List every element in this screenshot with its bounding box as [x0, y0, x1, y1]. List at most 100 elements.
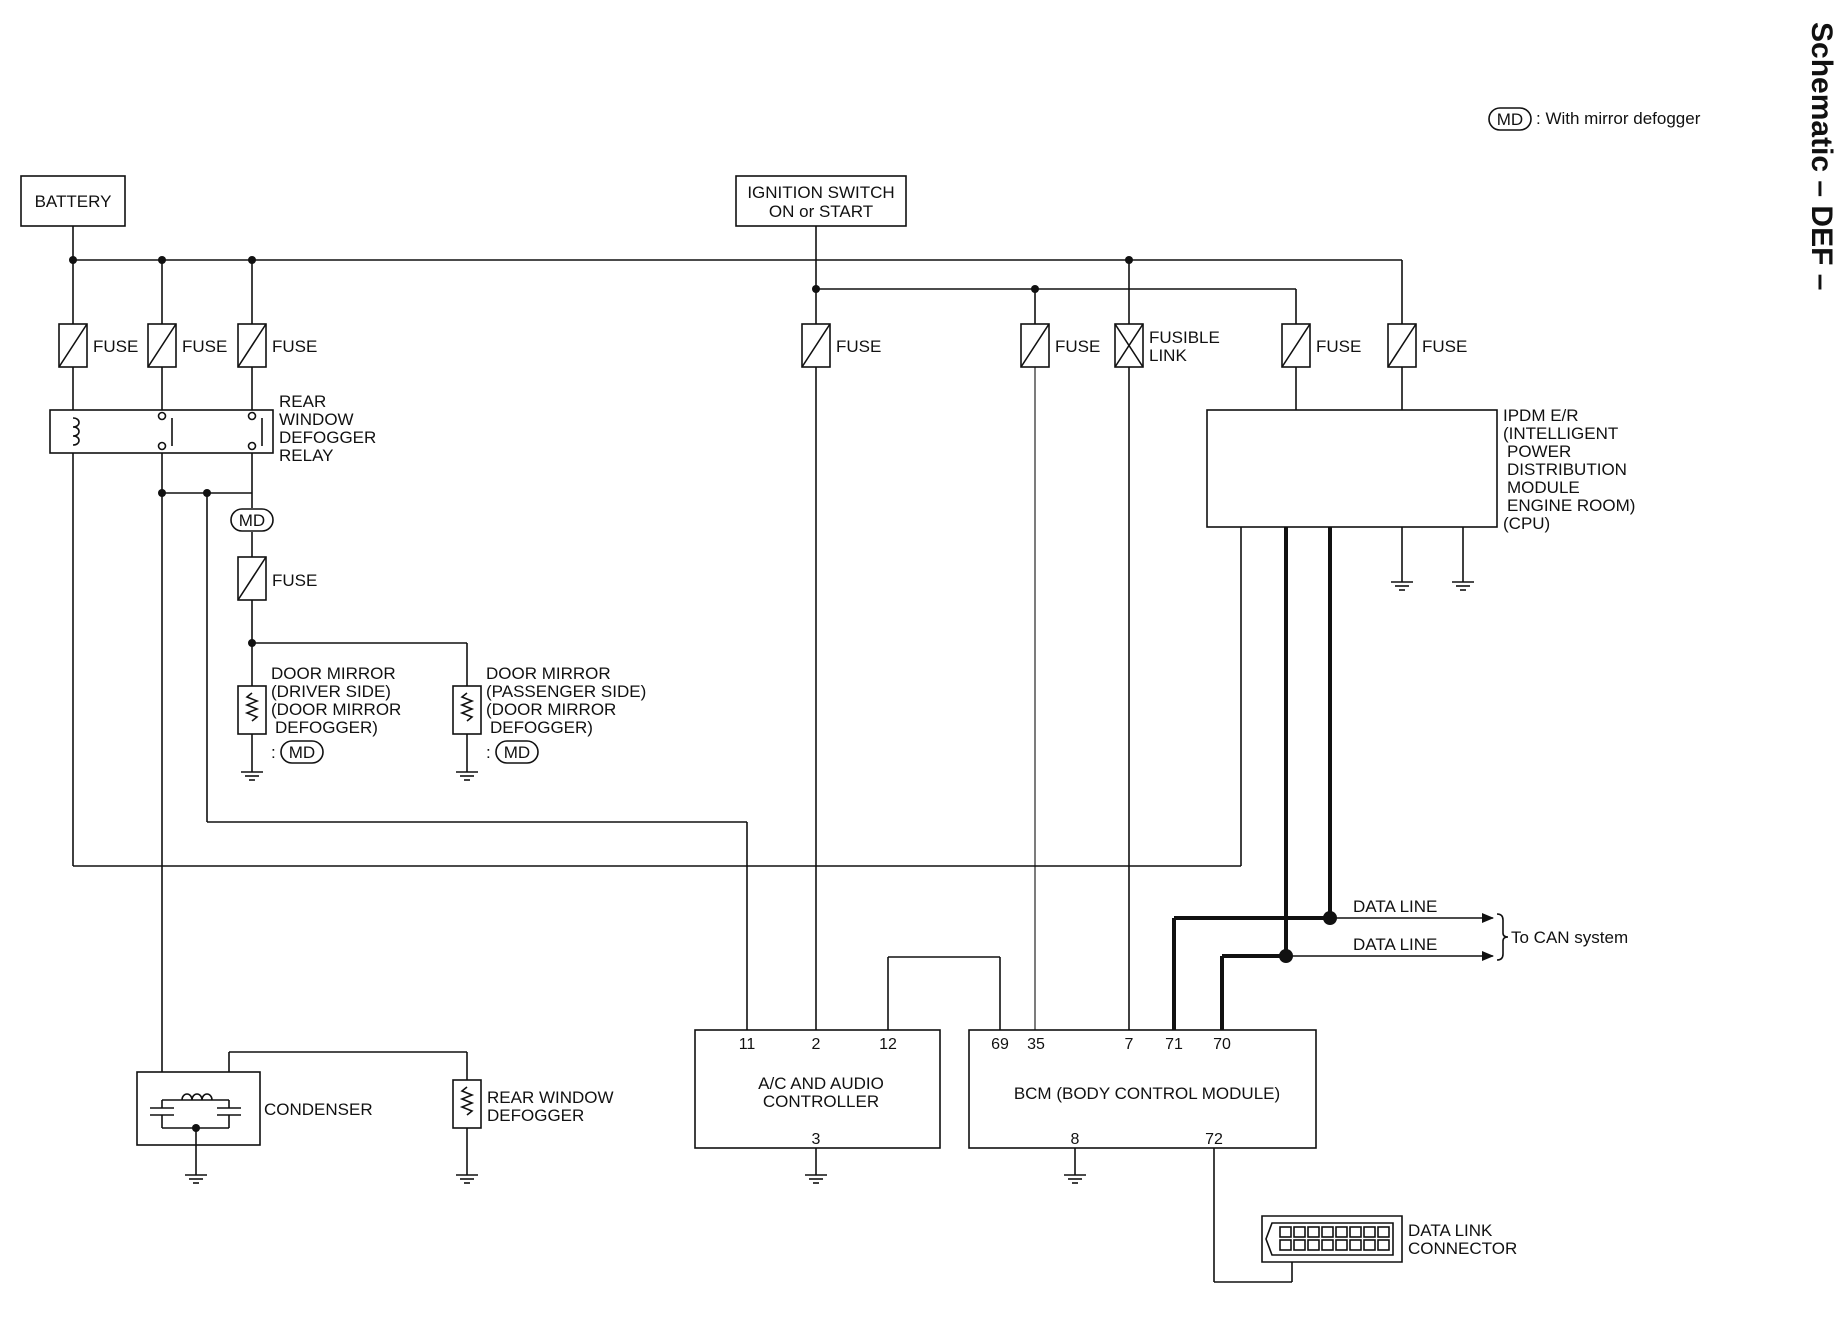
mirror-driver-label-line4: DEFOGGER) [275, 718, 378, 737]
ignition-label-line2: ON or START [769, 202, 873, 221]
dlc-pin [1377, 1226, 1390, 1238]
battery: BATTERY [20, 175, 126, 227]
dlc-pin [1349, 1226, 1362, 1238]
ipdm-er: IPDM E/R (INTELLIGENT POWER DISTRIBUTION… [1206, 406, 1635, 533]
ground-icon [1391, 581, 1413, 591]
legend: MD : With mirror defogger [1488, 107, 1701, 131]
mirror-passenger-label-line4: DEFOGGER) [490, 718, 593, 737]
pin-72: 72 [1205, 1131, 1223, 1148]
condenser-label: CONDENSER [264, 1100, 373, 1119]
dlc-pin [1293, 1226, 1306, 1238]
dlc-pin [1279, 1226, 1292, 1238]
pin-7: 7 [1125, 1036, 1134, 1053]
dlc-pin [1363, 1239, 1376, 1251]
fuse-f1: FUSE [58, 323, 138, 368]
dlc-pin [1307, 1239, 1320, 1251]
ipdm-label-line5: MODULE [1507, 478, 1580, 497]
fuse-label: FUSE [1055, 337, 1100, 356]
dlc-pin [1307, 1226, 1320, 1238]
heater-element-icon [459, 1086, 475, 1116]
relay-label-line2: WINDOW [279, 410, 354, 429]
ground-icon [185, 1174, 207, 1184]
dlc-pin [1335, 1226, 1348, 1238]
data-line-label-2: DATA LINE [1353, 935, 1437, 954]
door-mirror-passenger: DOOR MIRROR (PASSENGER SIDE) (DOOR MIRRO… [452, 664, 646, 764]
pin-35: 35 [1027, 1036, 1045, 1053]
fuse-label: FUSE [272, 337, 317, 356]
mirror-driver-label-line3: (DOOR MIRROR [271, 700, 401, 719]
data-link-connector: DATA LINK CONNECTOR [1261, 1215, 1517, 1263]
ground-icon [1064, 1174, 1086, 1184]
svg-text:MD: MD [239, 511, 265, 530]
heater-element-icon [459, 692, 475, 722]
mirror-driver-label-line2: (DRIVER SIDE) [271, 682, 391, 701]
rear-defogger-label-line1: REAR WINDOW [487, 1088, 614, 1107]
fusible-link: FUSIBLE LINK [1114, 323, 1220, 368]
dlc-pin [1377, 1239, 1390, 1251]
svg-text:MD: MD [289, 743, 315, 762]
fuse-label: FUSE [93, 337, 138, 356]
ground-icon [456, 771, 478, 781]
fusible-link-label-line2: LINK [1149, 346, 1187, 365]
ipdm-label-line7: (CPU) [1503, 514, 1550, 533]
fuse-f2: FUSE [147, 323, 227, 368]
pin-11: 11 [739, 1036, 756, 1053]
md-legend-text: : With mirror defogger [1536, 109, 1701, 128]
dlc-pin-grid [1279, 1226, 1390, 1251]
fuse-label: FUSE [272, 571, 317, 590]
pin-3: 3 [812, 1131, 821, 1148]
ground-icon [456, 1174, 478, 1184]
svg-text::: : [271, 743, 276, 762]
heater-element-icon [244, 692, 260, 722]
dlc-pin [1321, 1226, 1334, 1238]
junction-dots [69, 256, 1337, 963]
fuse-ignition: FUSE [801, 323, 881, 368]
pin-71: 71 [1165, 1036, 1183, 1053]
can-system-label: To CAN system [1511, 928, 1628, 947]
dlc-pin [1321, 1239, 1334, 1251]
ipdm-label-line2: (INTELLIGENT [1503, 424, 1618, 443]
dlc-pin [1279, 1239, 1292, 1251]
fuse-label: FUSE [1422, 337, 1467, 356]
fuse-ipdm-2: FUSE [1387, 323, 1467, 368]
md-branch-tag: MD [230, 508, 274, 532]
md-legend-badge [1488, 107, 1532, 131]
dlc-pin [1363, 1226, 1376, 1238]
rear-defogger-label-line2: DEFOGGER [487, 1106, 584, 1125]
bcm-label: BCM (BODY CONTROL MODULE) [1014, 1084, 1280, 1103]
dlc-pin [1349, 1239, 1362, 1251]
ac-controller-label-line2: CONTROLLER [763, 1092, 879, 1111]
can-labels: DATA LINE DATA LINE To CAN system [1353, 897, 1628, 961]
ground-icon [1452, 581, 1474, 591]
mirror-driver-label-line1: DOOR MIRROR [271, 664, 396, 683]
fuse-f3: FUSE [237, 323, 317, 368]
md-legend-symbol: MD [1497, 110, 1523, 129]
pin-8: 8 [1071, 1131, 1080, 1148]
svg-text:MD: MD [504, 743, 530, 762]
fuse-label: FUSE [1316, 337, 1361, 356]
pin-69: 69 [991, 1036, 1009, 1053]
ground-symbols [185, 581, 1474, 1184]
ipdm-label-line6: ENGINE ROOM) [1507, 496, 1635, 515]
relay-label-line1: REAR [279, 392, 326, 411]
page-title: Schematic – DEF – [1805, 22, 1838, 290]
ipdm-label-line3: POWER [1507, 442, 1571, 461]
condenser: CONDENSER [136, 1071, 373, 1146]
rear-window-defogger-relay: REAR WINDOW DEFOGGER RELAY [49, 392, 376, 465]
battery-label: BATTERY [35, 192, 112, 211]
pin-2: 2 [812, 1036, 821, 1053]
dlc-label-line2: CONNECTOR [1408, 1239, 1517, 1258]
md-tag [280, 740, 324, 764]
fuse-ipdm-1: FUSE [1281, 323, 1361, 368]
ignition-label-line1: IGNITION SWITCH [747, 183, 894, 202]
door-mirror-driver: DOOR MIRROR (DRIVER SIDE) (DOOR MIRROR D… [237, 664, 401, 764]
ac-audio-controller: 11 2 12 A/C AND AUDIO CONTROLLER 3 [694, 1029, 941, 1149]
md-tag [495, 740, 539, 764]
svg-text::: : [486, 743, 491, 762]
relay-label-line3: DEFOGGER [279, 428, 376, 447]
pin-12: 12 [879, 1036, 897, 1053]
mirror-passenger-label-line3: (DOOR MIRROR [486, 700, 616, 719]
data-line-label-1: DATA LINE [1353, 897, 1437, 916]
dlc-label-line1: DATA LINK [1408, 1221, 1493, 1240]
